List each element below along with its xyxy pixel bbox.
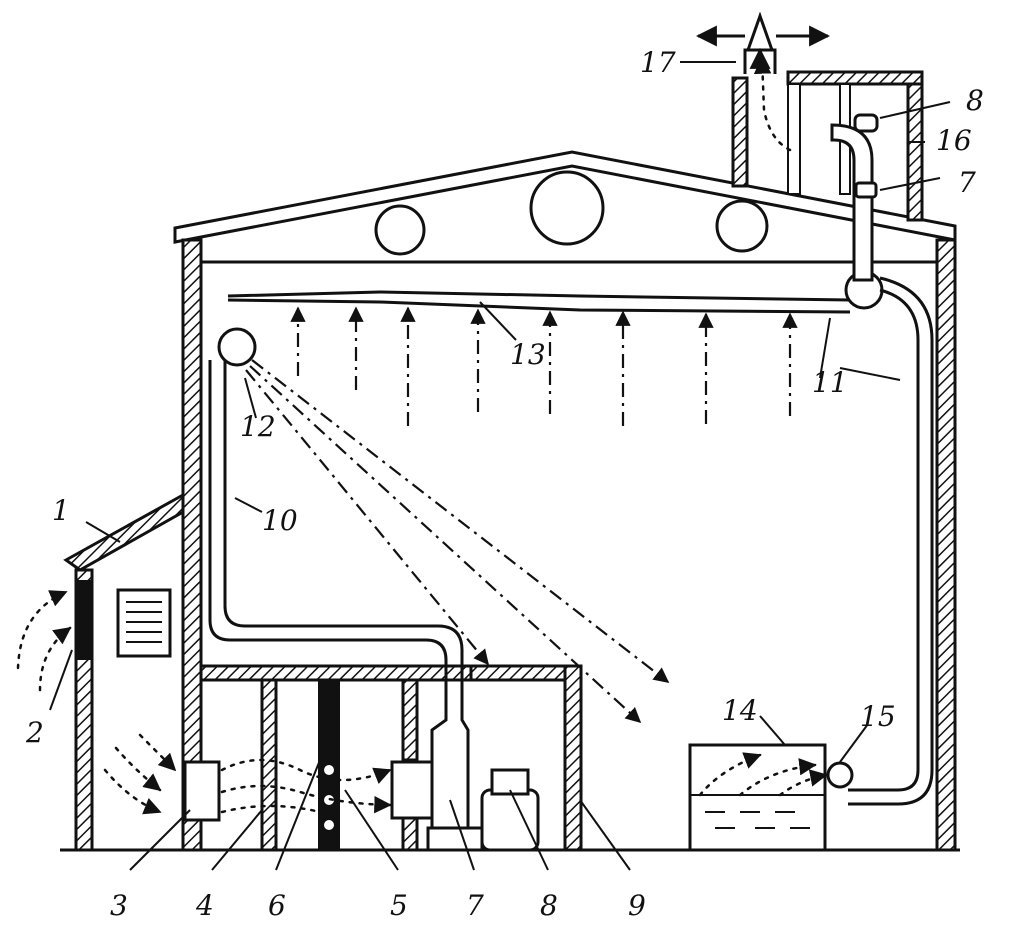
label-12: 12 [240, 410, 276, 443]
label-9: 9 [628, 889, 646, 922]
label-17: 17 [640, 46, 676, 79]
label-7-top: 7 [958, 166, 976, 199]
label-2: 2 [25, 716, 44, 749]
roof [173, 150, 957, 256]
label-13: 13 [510, 338, 546, 371]
label-14: 14 [722, 694, 758, 727]
label-8-top: 8 [966, 84, 984, 117]
label-11: 11 [812, 366, 848, 399]
annex [63, 492, 185, 852]
intake-flow-arrows [16, 47, 828, 815]
building-walls [60, 238, 960, 852]
label-6: 6 [268, 889, 286, 922]
label-15: 15 [860, 700, 896, 733]
label-10: 10 [262, 504, 298, 537]
label-3: 3 [110, 889, 128, 922]
supply-duct [208, 327, 464, 680]
distribution-duct [227, 270, 884, 314]
humidifier-tank [688, 743, 827, 852]
label-16: 16 [936, 124, 972, 157]
label-1: 1 [52, 494, 70, 527]
leader-lines [49, 61, 951, 871]
label-8-bottom: 8 [540, 889, 558, 922]
label-4: 4 [195, 889, 214, 922]
spray-flow-arrows [245, 359, 670, 724]
return-duct [826, 276, 934, 806]
supply-flow-arrows [290, 306, 798, 426]
callout-labels: 1 2 3 4 6 5 7 8 9 10 11 12 13 14 15 16 7… [25, 46, 984, 922]
machine-room [183, 664, 583, 852]
label-7-bottom: 7 [466, 889, 484, 922]
label-5: 5 [390, 889, 408, 922]
